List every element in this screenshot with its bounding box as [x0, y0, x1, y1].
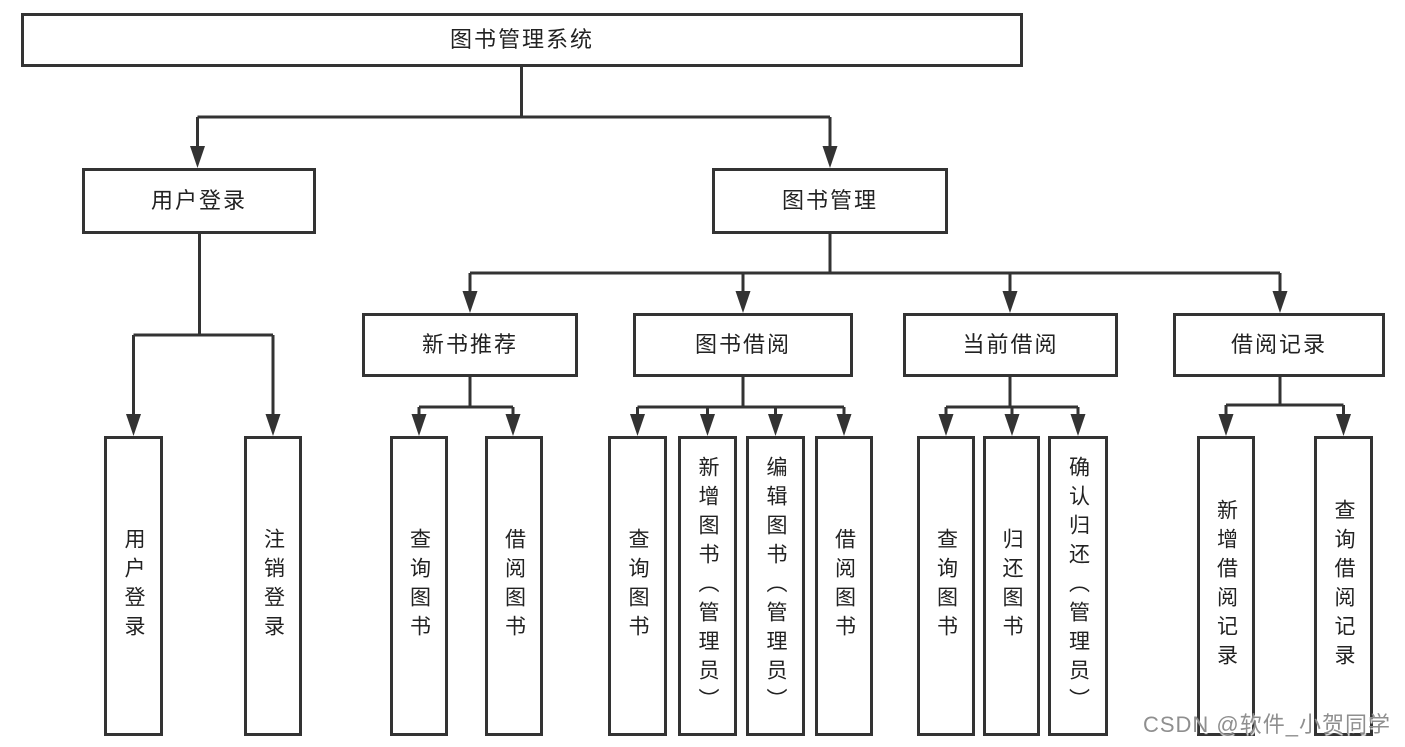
- leaf-recommend-borrow-book: 借阅图书: [485, 436, 543, 736]
- leaf-user-login: 用户登录: [104, 436, 163, 736]
- node-book-borrow: 图书借阅: [633, 313, 853, 377]
- leaf-return-book: 归还图书: [983, 436, 1040, 736]
- node-new-book-recommend: 新书推荐: [362, 313, 578, 377]
- leaf-borrow-query-book: 查询图书: [608, 436, 667, 736]
- node-library-management-system: 图书管理系统: [21, 13, 1023, 67]
- leaf-logout: 注销登录: [244, 436, 302, 736]
- leaf-edit-book-admin: 编辑图书（管理员）: [746, 436, 805, 736]
- node-user-login: 用户登录: [82, 168, 316, 234]
- leaf-add-borrow-record: 新增借阅记录: [1197, 436, 1255, 736]
- node-borrow-record: 借阅记录: [1173, 313, 1385, 377]
- leaf-confirm-return-admin: 确认归还（管理员）: [1048, 436, 1108, 736]
- node-current-borrow: 当前借阅: [903, 313, 1118, 377]
- node-book-management: 图书管理: [712, 168, 948, 234]
- leaf-current-query-book: 查询图书: [917, 436, 975, 736]
- leaf-query-borrow-record: 查询借阅记录: [1314, 436, 1373, 736]
- leaf-recommend-query-book: 查询图书: [390, 436, 448, 736]
- leaf-borrow-book: 借阅图书: [815, 436, 873, 736]
- leaf-add-book-admin: 新增图书（管理员）: [678, 436, 737, 736]
- csdn-watermark: CSDN @软件_小贺同学: [1142, 712, 1391, 737]
